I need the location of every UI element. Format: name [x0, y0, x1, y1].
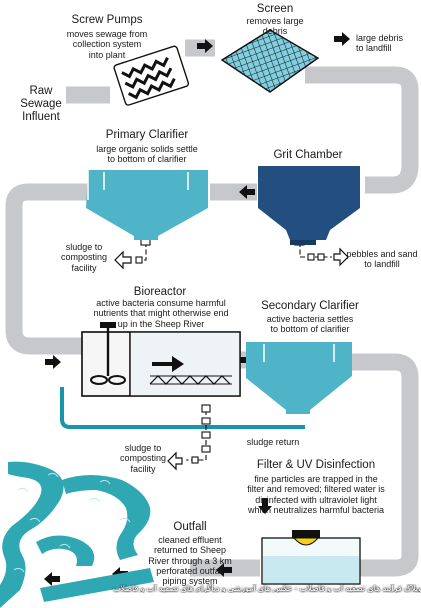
bioreactor-tank — [81, 322, 241, 397]
text-line: composting — [119, 453, 167, 464]
pebbles-sand-label: pebbles and sand to landfill — [344, 249, 420, 270]
text-line: to landfill — [364, 259, 400, 270]
filter-uv-title: Filter & UV Disinfection — [256, 459, 376, 471]
arrow-icon — [167, 451, 183, 471]
arrow-icon — [239, 185, 255, 199]
text-line: nutrients that might otherwise end — [93, 308, 229, 319]
text-line: filter and removed; filtered water is — [247, 484, 385, 495]
screen-icon — [220, 29, 320, 93]
text-line: disinfected with ultraviolet light — [255, 494, 377, 505]
arrow-icon — [216, 563, 232, 577]
sludge-return-label: sludge return — [246, 437, 300, 447]
bioreactor-title: Bioreactor — [133, 286, 187, 298]
large-debris-label: large debris to landfill — [356, 33, 420, 54]
primary-clarifier-description: large organic solids settle to bottom of… — [76, 144, 218, 165]
primary-clarifier-tank — [86, 170, 208, 240]
secondary-clarifier-tank — [246, 342, 352, 414]
text-line: sludge to — [65, 242, 103, 252]
text-line: composting — [60, 252, 108, 263]
outfall-description: cleaned effluent returned to Sheep River… — [138, 535, 242, 587]
text-line: collection system — [72, 39, 142, 50]
river-icon — [0, 461, 154, 608]
text-line: River through a 3 km — [148, 555, 232, 566]
filter-uv-description: fine particles are trapped in the filter… — [226, 474, 406, 515]
watermark-caption: وبلاگ فرآیند های تصفیه آب و فاضلاب - عکس… — [112, 584, 421, 593]
text-line: perforated outfall — [156, 566, 224, 577]
arrow-icon — [333, 247, 349, 267]
text-line: Influent — [22, 111, 60, 124]
text-line: cleaned effluent — [158, 535, 222, 545]
screen-title: Screen — [256, 3, 294, 15]
hollow-arrows — [114, 247, 349, 471]
text-line: moves sewage from — [66, 29, 148, 39]
text-line: to landfill — [356, 43, 392, 54]
text-line: large debris — [356, 33, 404, 43]
primary-clarifier-title: Primary Clarifier — [105, 129, 189, 141]
screw-pump-icon — [113, 45, 190, 106]
screw-pumps-title: Screw Pumps — [71, 14, 143, 26]
text-line: up in the Sheep River — [117, 318, 205, 329]
text-line: into plant — [88, 49, 126, 60]
arrow-icon — [45, 355, 61, 369]
secondary-clarifier-description: active bacteria settles to bottom of cla… — [248, 314, 372, 335]
text-line: debris — [262, 26, 288, 37]
arrow-icon — [44, 572, 60, 586]
arrow-icon — [258, 498, 272, 514]
grit-chamber-title: Grit Chamber — [273, 149, 343, 161]
secondary-clarifier-title: Secondary Clarifier — [261, 300, 359, 312]
raw-sewage-label: Raw Sewage Influent — [2, 85, 80, 125]
text-line: pebbles and sand — [346, 249, 418, 259]
mixer-icon — [90, 322, 126, 385]
bioreactor-description: active bacteria consume harmful nutrient… — [84, 298, 238, 329]
text-line: Raw — [29, 85, 53, 97]
text-line: to bottom of clarifier — [107, 154, 187, 165]
text-line: large organic solids settle — [96, 144, 198, 154]
grit-chamber-tank — [258, 166, 360, 245]
text-line: active bacteria settles — [266, 314, 354, 324]
text-line: fine particles are trapped in the — [254, 474, 378, 484]
sludge-return-line — [60, 387, 305, 429]
arrow-icon — [114, 250, 132, 270]
text-line: to bottom of clarifier — [270, 324, 350, 335]
text-line: removes large — [246, 16, 304, 26]
sludge-to-composting-bioreactor: sludge to composting facility — [110, 443, 176, 474]
text-line: returned to Sheep — [153, 545, 227, 556]
arrow-icon — [334, 32, 350, 46]
sludge-to-composting-primary: sludge to composting facility — [52, 242, 116, 273]
text-line: facility — [71, 262, 97, 273]
text-line: piping system — [162, 576, 218, 587]
text-line: sludge to — [124, 443, 162, 453]
arrow-icon — [197, 39, 213, 53]
text-line: which neutralizes harmful bacteria — [247, 505, 385, 516]
outfall-title: Outfall — [173, 521, 207, 533]
text-line: active bacteria consume harmful — [96, 298, 226, 308]
screw-pumps-description: moves sewage from collection system into… — [48, 29, 166, 60]
uv-lamp-icon — [261, 530, 361, 585]
text-line: Sewage — [20, 98, 62, 111]
text-line: facility — [130, 463, 156, 474]
screen-description: removes large debris — [230, 16, 320, 37]
